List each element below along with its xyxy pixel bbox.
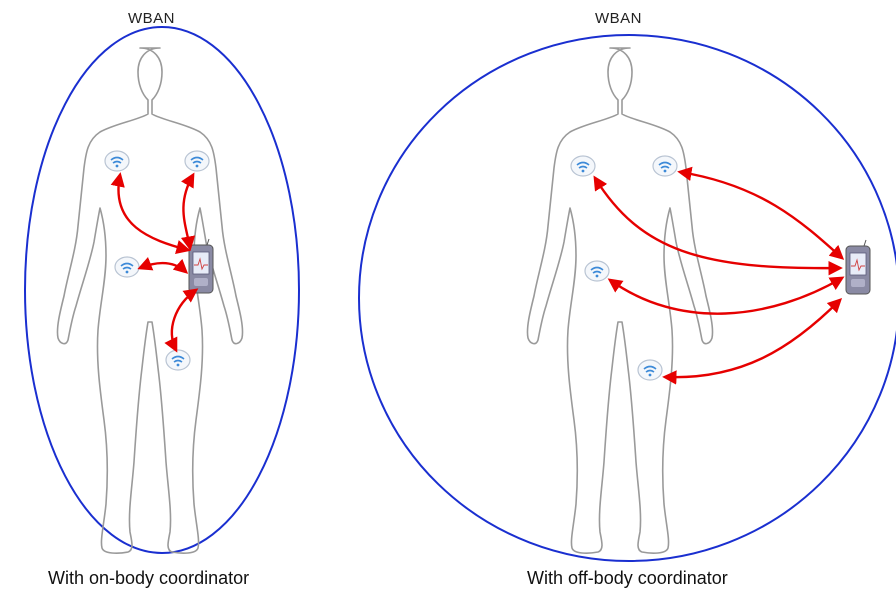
caption-on-body: With on-body coordinator xyxy=(48,568,249,589)
wireless-sensor-icon xyxy=(185,151,209,171)
wban-boundary-left xyxy=(25,27,299,553)
human-body-outline xyxy=(527,48,712,553)
link-arrow xyxy=(183,175,193,248)
panel-on-body xyxy=(25,27,299,553)
human-body-outline xyxy=(57,48,242,553)
wireless-sensor-icon xyxy=(585,261,609,281)
link-arrow xyxy=(610,278,842,314)
link-arrow xyxy=(172,290,196,350)
panel-off-body xyxy=(359,35,896,561)
wireless-sensor-icon xyxy=(638,360,662,380)
wireless-sensor-icon xyxy=(571,156,595,176)
link-arrow xyxy=(118,175,188,250)
link-arrow xyxy=(595,178,840,268)
pda-coordinator-icon xyxy=(846,240,870,294)
caption-off-body: With off-body coordinator xyxy=(527,568,728,589)
wireless-sensor-icon xyxy=(115,257,139,277)
wireless-sensor-icon xyxy=(653,156,677,176)
pda-coordinator-icon xyxy=(189,239,213,293)
link-arrow xyxy=(680,172,842,258)
wban-label-right: WBAN xyxy=(595,10,642,27)
wireless-sensor-icon xyxy=(105,151,129,171)
wireless-sensor-icon xyxy=(166,350,190,370)
link-arrow xyxy=(140,263,186,272)
wban-label-left: WBAN xyxy=(128,10,175,27)
wban-boundary-right xyxy=(359,35,896,561)
